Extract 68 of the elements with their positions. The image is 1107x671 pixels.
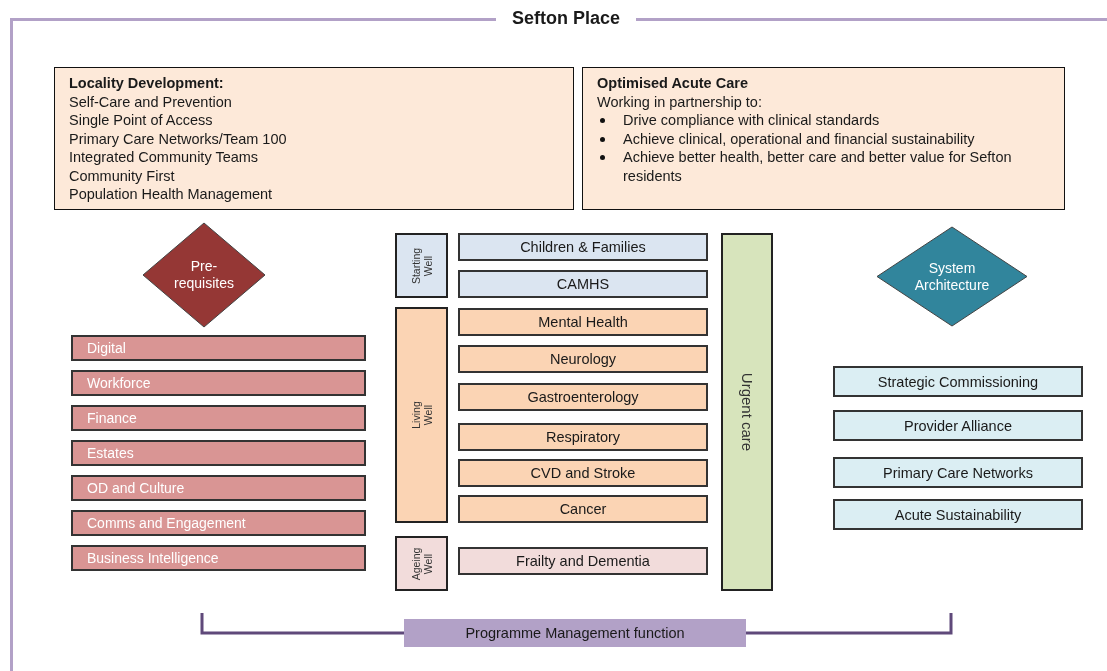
- box-label: CAMHS: [556, 276, 610, 292]
- prerequisite-bar: [71, 545, 366, 571]
- list-item: Self-Care and Prevention: [69, 92, 232, 111]
- topic-box: [458, 233, 708, 261]
- info-panel: [582, 67, 1065, 210]
- prerequisite-bar: [71, 440, 366, 466]
- box-label: Finance: [87, 410, 137, 426]
- box-label: Respiratory: [545, 429, 621, 445]
- box-label: Gastroenterology: [527, 389, 639, 405]
- category-bar: [395, 307, 448, 523]
- box-label: Children & Families: [520, 239, 646, 255]
- box-label: Frailty and Dementia: [516, 553, 650, 569]
- list-item: Achieve better health, better care and better value for Sefton residents: [623, 149, 1012, 184]
- topic-box: [833, 410, 1083, 441]
- bar-label: Urgent care: [741, 372, 753, 452]
- category-bar: [395, 536, 448, 591]
- info-panel: [54, 67, 574, 210]
- box-label: Acute Sustainability: [894, 506, 1022, 523]
- topic-box: [458, 270, 708, 298]
- category-diamond: [876, 226, 1028, 327]
- list-item: Single Point of Access: [69, 111, 213, 130]
- list-item: Achieve clinical, operational and financial sustainability: [623, 130, 975, 147]
- prerequisite-bar: [71, 510, 366, 536]
- topic-box: [458, 308, 708, 336]
- topic-box: [458, 345, 708, 373]
- box-label: Digital: [87, 340, 126, 356]
- diamond-label: System Architecture: [913, 259, 991, 294]
- box-label: Strategic Commissioning: [877, 373, 1039, 390]
- list-item: Primary Care Networks/Team 100: [69, 129, 287, 148]
- list-item: Community First: [69, 166, 175, 185]
- category-bar: [721, 233, 773, 591]
- category-bar: [395, 233, 448, 298]
- box-label: Workforce: [87, 375, 151, 391]
- panel-heading: Optimised Acute Care: [597, 74, 748, 93]
- box-label: Primary Care Networks: [883, 464, 1033, 481]
- list-item: Drive compliance with clinical standards: [623, 112, 880, 128]
- topic-box: [833, 366, 1083, 397]
- box-label: Comms and Engagement: [87, 515, 246, 531]
- prerequisite-bar: [71, 335, 366, 361]
- category-diamond: [142, 222, 266, 328]
- box-label: Business Intelligence: [87, 550, 219, 566]
- box-label: CVD and Stroke: [530, 465, 636, 481]
- prerequisite-bar: [71, 370, 366, 396]
- diamond-label: Pre- requisites: [173, 258, 235, 292]
- list-item: Integrated Community Teams: [69, 148, 259, 167]
- topic-box: [458, 383, 708, 411]
- topic-box: [458, 547, 708, 575]
- topic-box: [404, 619, 746, 647]
- topic-box: [833, 499, 1083, 530]
- topic-box: [833, 457, 1083, 488]
- topic-box: [458, 495, 708, 523]
- bar-label: Ageing Well: [409, 546, 434, 582]
- topic-box: [458, 459, 708, 487]
- bar-label: Living Well: [409, 400, 434, 431]
- box-label: Provider Alliance: [904, 417, 1012, 434]
- prerequisite-bar: [71, 405, 366, 431]
- list-item: Population Health Management: [69, 185, 273, 204]
- topic-box: [458, 423, 708, 451]
- box-label: Estates: [87, 445, 134, 461]
- box-label: OD and Culture: [87, 480, 185, 496]
- box-label: Cancer: [559, 501, 607, 517]
- box-label: Mental Health: [538, 314, 628, 330]
- list-item: Working in partnership to:: [597, 92, 762, 111]
- prerequisite-bar: [71, 475, 366, 501]
- box-label: Neurology: [549, 351, 617, 367]
- bar-label: Starting Well: [409, 246, 434, 286]
- box-label: Programme Management function: [465, 625, 685, 641]
- panel-heading: Locality Development:: [69, 74, 224, 93]
